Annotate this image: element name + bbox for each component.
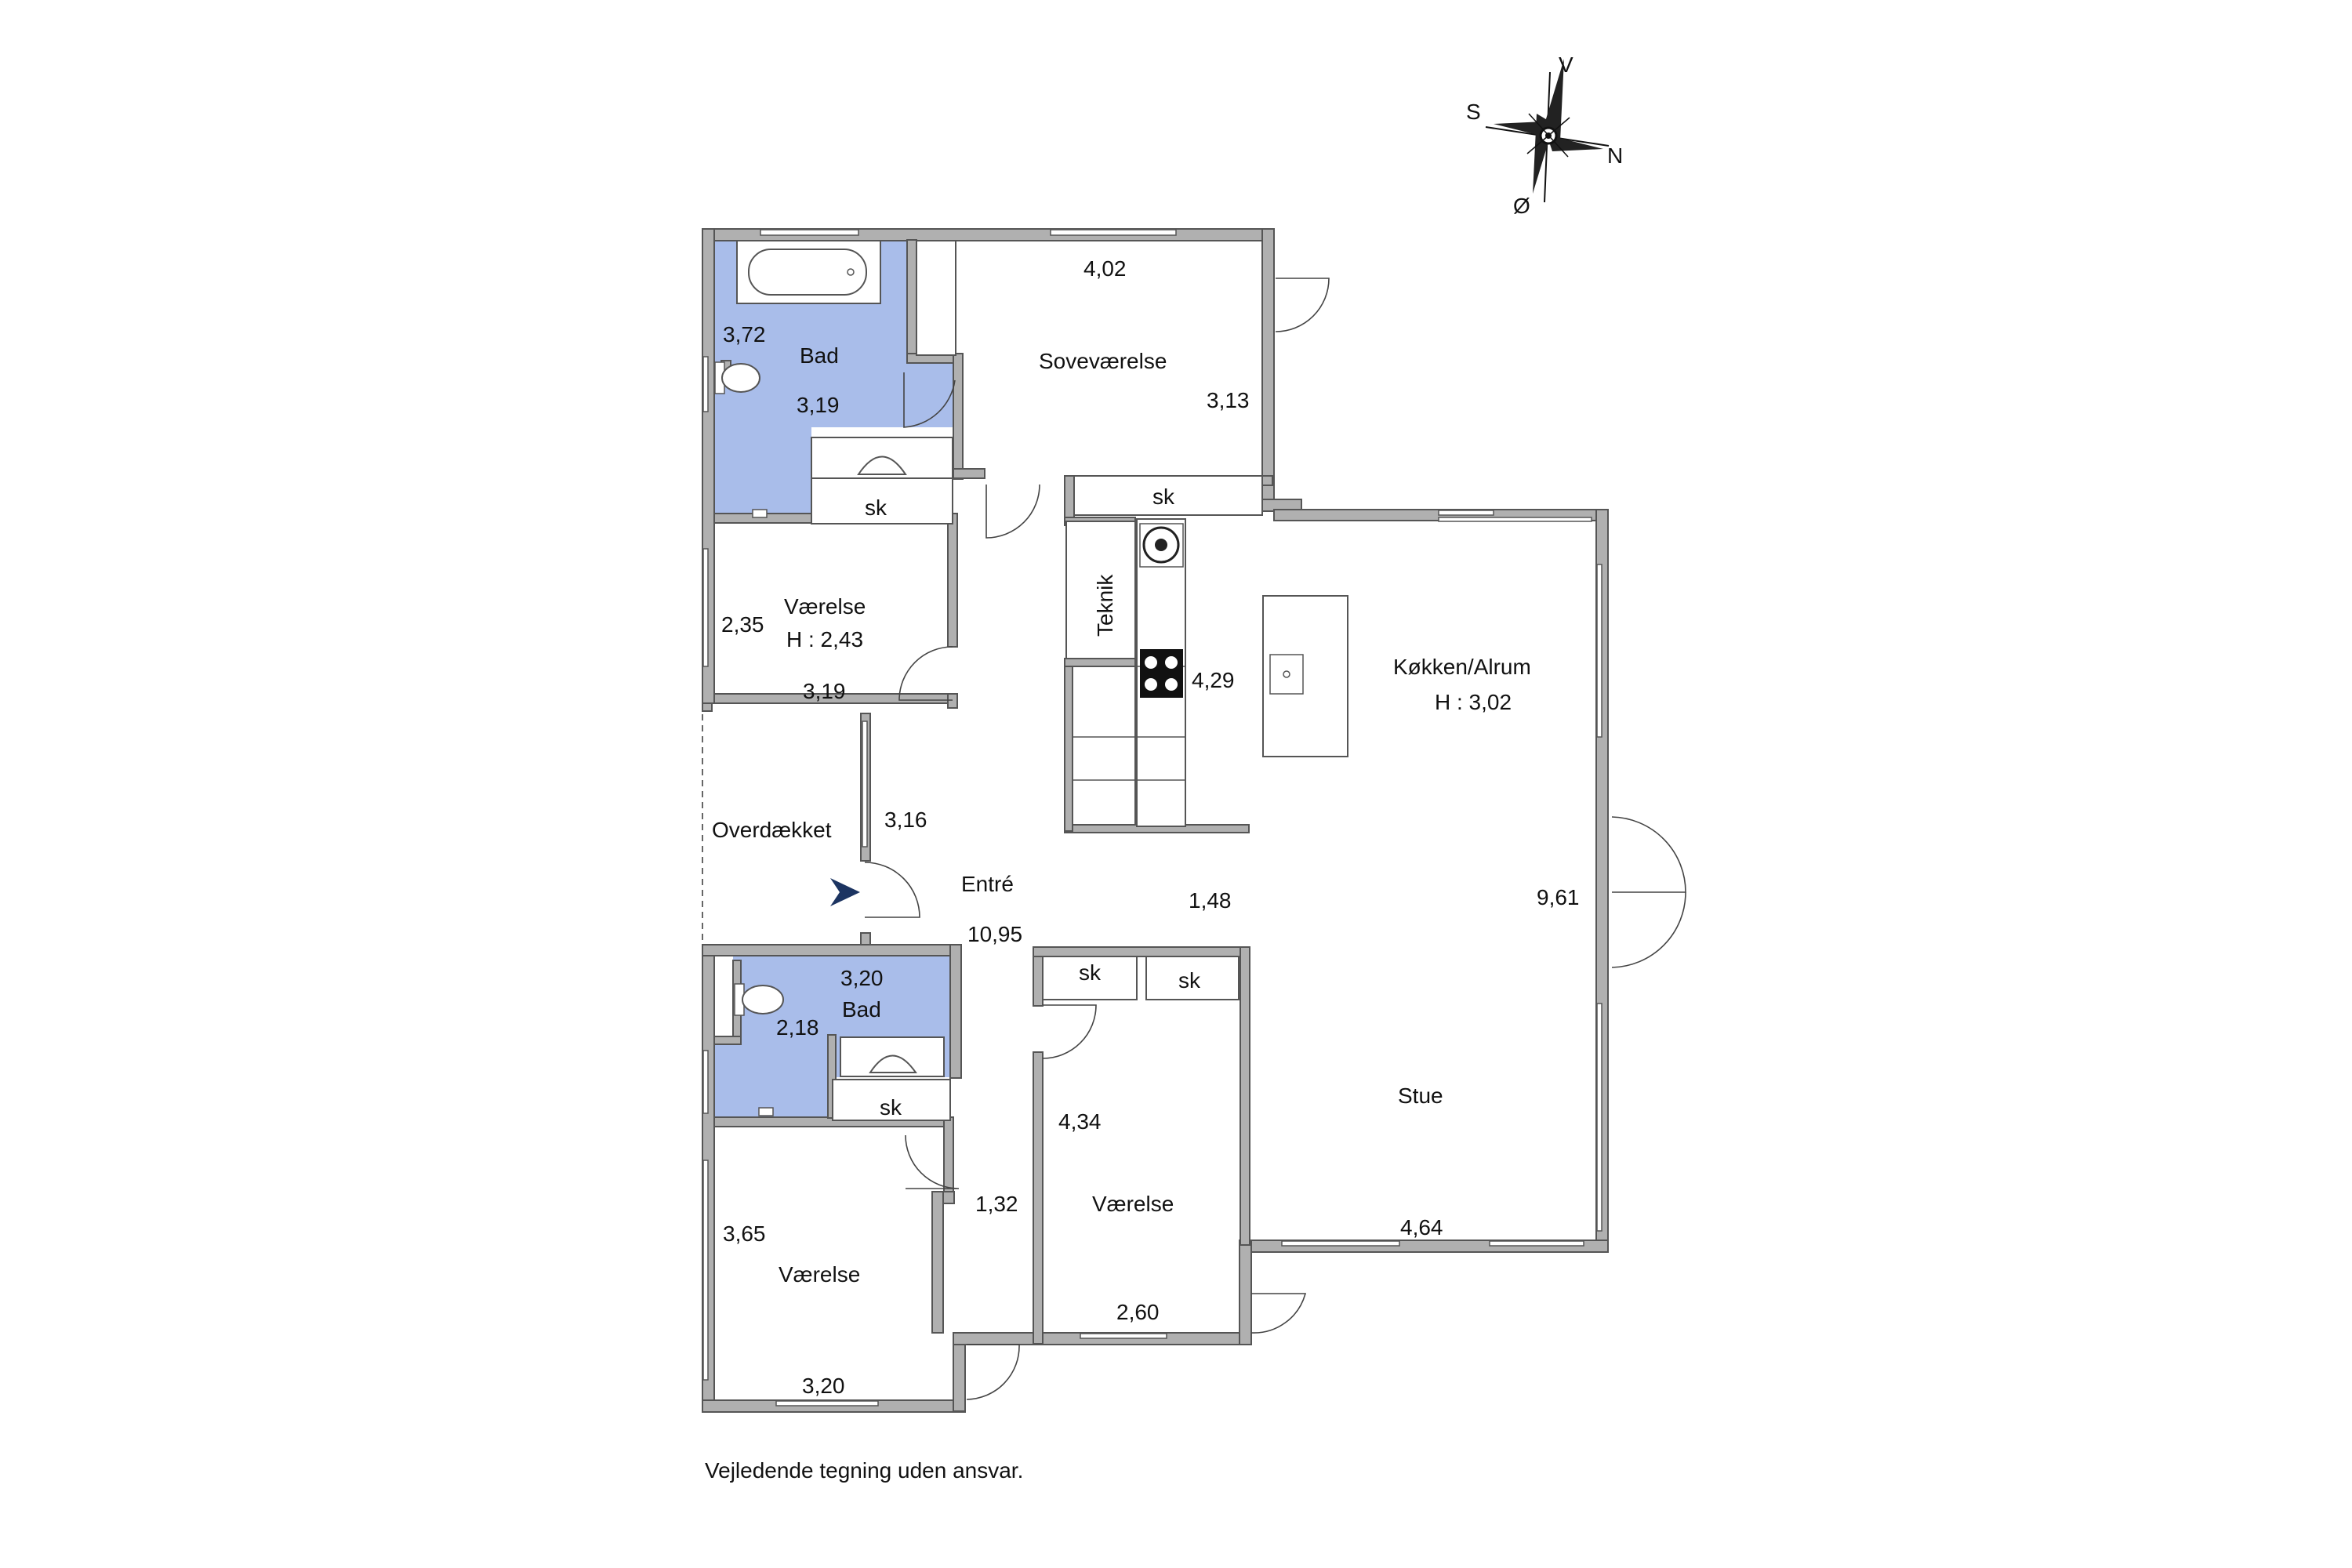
entrance-arrow-icon: [830, 878, 860, 906]
vaerelse-top-name: Værelse: [784, 594, 866, 619]
bathroom-top-floor: [714, 240, 953, 523]
kitchen-dim: 4,29: [1192, 668, 1235, 692]
kokken-alrum-dim-long: 9,61: [1537, 885, 1580, 909]
entre-name: Entré: [961, 872, 1014, 896]
vaerelse-mid-dim-h: 2,60: [1116, 1300, 1160, 1324]
closet-bad-bottom: [832, 1079, 951, 1121]
floor-drain-icon: [752, 509, 768, 518]
compass-east-label: Ø: [1513, 194, 1530, 218]
sink-icon: [840, 1036, 945, 1077]
closet-bad-bottom-label: sk: [880, 1095, 902, 1120]
closet-sovevaerelse-label: sk: [1152, 485, 1175, 509]
bathtub-icon: [736, 240, 881, 304]
entre-dim-b: 1,48: [1189, 888, 1232, 913]
closet-bad-top-label: sk: [865, 495, 887, 520]
stue-name: Stue: [1398, 1083, 1443, 1108]
closet-entre-1-label: sk: [1079, 960, 1102, 985]
sovevaerelse-name: Soveværelse: [1039, 349, 1167, 373]
bad-top-name: Bad: [800, 343, 839, 368]
sovevaerelse-dim-w: 4,02: [1083, 256, 1127, 281]
vaerelse-mid-name: Værelse: [1092, 1192, 1174, 1216]
vaerelse-bottom-dim-w: 3,65: [723, 1221, 766, 1246]
vaerelse-bottom-dim-h: 3,20: [802, 1374, 845, 1398]
wardrobe-sovevaerelse: [916, 240, 956, 356]
overdaekket-dim: 3,16: [884, 808, 927, 832]
closet-entre-2: [1145, 956, 1240, 1000]
compass-south-label: S: [1466, 100, 1481, 124]
bad-top-dim-w: 3,72: [723, 322, 766, 347]
bad-bottom-name: Bad: [842, 997, 881, 1022]
closet-entre-2-label: sk: [1178, 968, 1201, 993]
doors: [864, 278, 1686, 1400]
toilet-icon: [714, 361, 760, 394]
bad-bottom-dim-h: 2,18: [776, 1015, 819, 1040]
compass-rose-icon: [1485, 59, 1610, 203]
closet-entre-1: [1042, 956, 1138, 1000]
vaerelse-mid-dim-w: 4,34: [1058, 1109, 1102, 1134]
kitchen-island: [1262, 595, 1348, 757]
compass-west-label: V: [1559, 53, 1573, 77]
teknik-name: Teknik: [1093, 574, 1117, 637]
bad-top-dim-h: 3,19: [797, 393, 840, 417]
toilet-icon: [734, 983, 784, 1016]
cooktop-icon: [1140, 649, 1183, 698]
vaerelse-top-height: H : 2,43: [786, 627, 863, 652]
entre-dim-a: 10,95: [967, 922, 1022, 946]
kokken-alrum-height: H : 3,02: [1435, 690, 1512, 714]
sink-icon: [811, 437, 953, 479]
compass-north-label: N: [1607, 143, 1623, 168]
floor-drain-icon: [758, 1107, 774, 1116]
kokken-alrum-name: Køkken/Alrum: [1393, 655, 1531, 679]
sovevaerelse-dim-h: 3,13: [1207, 388, 1250, 412]
vaerelse-bottom-name: Værelse: [779, 1262, 860, 1287]
stue-dim: 4,64: [1400, 1215, 1443, 1240]
disclaimer-text: Vejledende tegning uden ansvar.: [705, 1458, 1024, 1483]
extractor-fan-icon: [1139, 523, 1184, 568]
vaerelse-top-dim-w: 2,35: [721, 612, 764, 637]
overdaekket-name: Overdækket: [712, 818, 832, 842]
closet-sovevaerelse: [1073, 475, 1263, 516]
windows: [702, 229, 1602, 1406]
gang-dim: 1,32: [975, 1192, 1018, 1216]
bad-bottom-dim-w: 3,20: [840, 966, 884, 990]
vaerelse-top-dim-h: 3,19: [803, 679, 846, 703]
